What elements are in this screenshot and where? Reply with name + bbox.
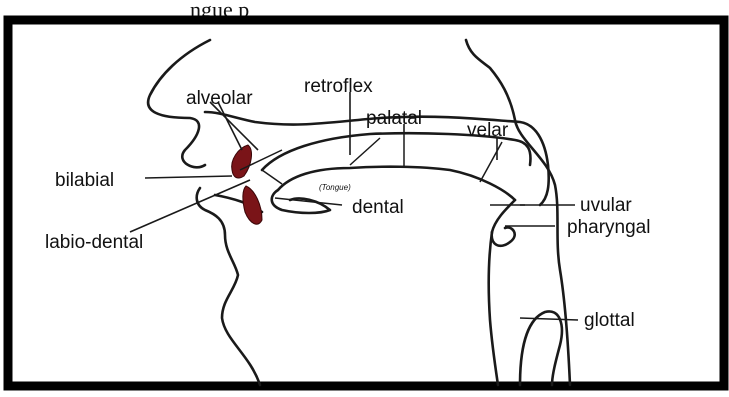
throat-front — [489, 232, 498, 385]
label-labio-dental: labio-dental — [45, 232, 143, 253]
retroflex-arrow — [350, 138, 380, 165]
tongue-outline — [278, 167, 515, 200]
label-tongue: (Tongue) — [319, 183, 351, 192]
glottis-outline — [520, 311, 562, 385]
glottal-pointer — [520, 318, 578, 320]
velar-arrow — [480, 142, 502, 182]
label-pharyngal: pharyngal — [567, 217, 650, 238]
alveolar-pointer-2 — [210, 102, 258, 150]
dental-arrow — [262, 170, 282, 184]
label-alveolar: alveolar — [186, 88, 253, 109]
labio-dental-pointer — [130, 180, 250, 232]
pharynx-front — [492, 200, 515, 246]
label-retroflex: retroflex — [304, 76, 373, 97]
label-uvular: uvular — [580, 195, 632, 216]
alveolar-pointer — [218, 102, 242, 150]
lower-lip-shape — [243, 186, 262, 224]
label-velar: velar — [467, 120, 509, 141]
label-dental: dental — [352, 197, 404, 218]
label-bilabial: bilabial — [55, 170, 114, 191]
label-glottal: glottal — [584, 310, 635, 331]
bilabial-pointer — [145, 176, 232, 178]
label-palatal: palatal — [366, 108, 422, 129]
pharynx-back-wall — [466, 40, 570, 385]
